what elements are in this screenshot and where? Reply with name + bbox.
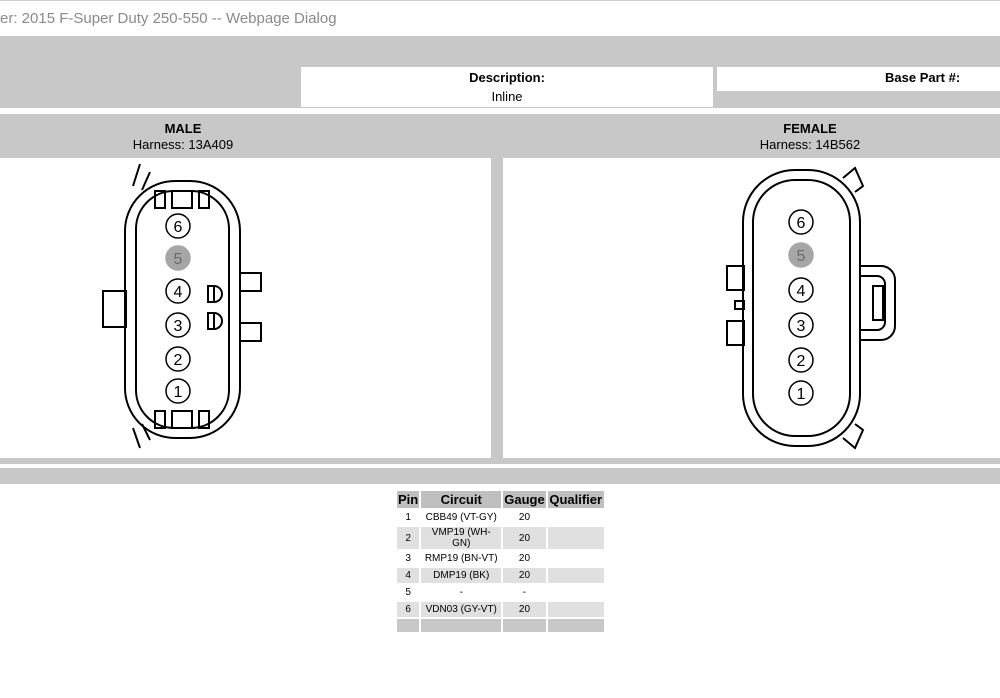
male-connector-diagram: 6 5 4 3 2 1 — [102, 163, 262, 449]
cell-qualifier — [547, 510, 604, 525]
cell-gauge: 20 — [503, 510, 546, 525]
female-pin-label-1: 1 — [797, 386, 806, 403]
male-pin-1 — [165, 378, 191, 404]
female-left-tab-upper — [726, 265, 745, 291]
table-row: 6 VDN03 (GY-VT) 20 — [397, 602, 604, 617]
pin-table: Pin Circuit Gauge Qualifier 1 CBB49 (VT-… — [395, 489, 606, 634]
male-pin-label-1: 1 — [174, 384, 183, 401]
dialog-titlebar: er: 2015 F-Super Duty 250-550 -- Webpage… — [0, 0, 1000, 36]
female-pin-5 — [788, 242, 814, 268]
base-part-box: Base Part #: — [717, 67, 1000, 91]
table-row: 2 VMP19 (WH-GN) 20 — [397, 527, 604, 549]
male-pin-label-3: 3 — [174, 318, 183, 335]
col-qualifier: Qualifier — [547, 491, 604, 508]
female-left-tab-lower — [726, 320, 745, 346]
female-pin-3 — [788, 312, 814, 338]
table-row: 5 - - — [397, 585, 604, 600]
bottom-band — [0, 458, 1000, 484]
female-heading: FEMALE Harness: 14B562 — [690, 121, 930, 152]
table-footer-row — [397, 619, 604, 632]
female-pin-label-3: 3 — [797, 318, 806, 335]
col-circuit: Circuit — [421, 491, 502, 508]
male-bottom-latch — [132, 423, 151, 449]
description-box: Description: Inline — [301, 67, 713, 107]
cell-pin: 4 — [397, 568, 420, 583]
col-gauge: Gauge — [503, 491, 546, 508]
col-pin: Pin — [397, 491, 420, 508]
cell-circuit: - — [421, 585, 502, 600]
base-part-label: Base Part #: — [885, 70, 961, 85]
cell-qualifier — [547, 527, 604, 549]
dialog-title: er: 2015 F-Super Duty 250-550 -- Webpage… — [0, 10, 337, 27]
female-pin-6 — [788, 209, 814, 235]
male-harness: Harness: 13A409 — [132, 137, 234, 152]
male-pin-label-4: 4 — [174, 284, 183, 301]
cell-gauge: - — [503, 585, 546, 600]
female-pin-label-5: 5 — [797, 248, 806, 265]
male-connector-panel: 6 5 4 3 2 1 — [0, 158, 491, 458]
cell-circuit: DMP19 (BK) — [421, 568, 502, 583]
cell-qualifier — [547, 585, 604, 600]
male-pin-label-5: 5 — [174, 251, 183, 268]
male-left-tab — [102, 290, 127, 328]
female-harness: Harness: 14B562 — [759, 137, 861, 152]
female-pin-4 — [788, 277, 814, 303]
cell-gauge: 20 — [503, 602, 546, 617]
female-pin-2 — [788, 347, 814, 373]
female-connector-diagram: 6 5 4 3 2 1 — [726, 166, 896, 450]
cell-circuit: VDN03 (GY-VT) — [421, 602, 502, 617]
cell-pin: 3 — [397, 551, 420, 566]
cell-pin: 5 — [397, 585, 420, 600]
top-band — [0, 36, 1000, 58]
cell-qualifier — [547, 551, 604, 566]
female-title: FEMALE — [783, 121, 837, 136]
female-pin-1 — [788, 380, 814, 406]
cell-pin: 6 — [397, 602, 420, 617]
male-pin-5 — [165, 245, 191, 271]
female-connector-panel: 6 5 4 3 2 1 — [503, 158, 1000, 458]
female-bottom-latch — [842, 423, 865, 450]
female-right-latch — [859, 265, 896, 341]
description-label: Description: — [469, 70, 545, 85]
panel-divider — [491, 158, 503, 458]
male-heading: MALE Harness: 13A409 — [63, 121, 303, 152]
cell-circuit: CBB49 (VT-GY) — [421, 510, 502, 525]
female-pin-label-6: 6 — [797, 215, 806, 232]
table-row: 4 DMP19 (BK) 20 — [397, 568, 604, 583]
table-row: 1 CBB49 (VT-GY) 20 — [397, 510, 604, 525]
male-pin-6 — [165, 213, 191, 239]
male-title: MALE — [164, 121, 202, 136]
female-pin-label-4: 4 — [797, 283, 806, 300]
female-pin-label-2: 2 — [797, 353, 806, 370]
description-value: Inline — [491, 89, 523, 104]
female-inner-shell — [752, 179, 851, 437]
female-top-latch — [842, 166, 865, 193]
cell-gauge: 20 — [503, 568, 546, 583]
male-pin-4 — [165, 278, 191, 304]
cell-qualifier — [547, 602, 604, 617]
cell-qualifier — [547, 568, 604, 583]
male-pin-label-2: 2 — [174, 352, 183, 369]
cell-pin: 2 — [397, 527, 420, 549]
pin-table-header: Pin Circuit Gauge Qualifier — [397, 491, 604, 508]
male-right-tab-lower — [239, 322, 262, 342]
male-right-tab-upper — [239, 272, 262, 292]
cell-gauge: 20 — [503, 551, 546, 566]
male-pin-2 — [165, 346, 191, 372]
male-pin-label-6: 6 — [174, 219, 183, 236]
separator — [0, 108, 1000, 114]
connector-heading-band — [0, 114, 1000, 158]
cell-circuit: RMP19 (BN-VT) — [421, 551, 502, 566]
cell-circuit: VMP19 (WH-GN) — [421, 527, 502, 549]
male-pin-3 — [165, 312, 191, 338]
cell-gauge: 20 — [503, 527, 546, 549]
male-top-latch — [132, 163, 151, 191]
table-row: 3 RMP19 (BN-VT) 20 — [397, 551, 604, 566]
cell-pin: 1 — [397, 510, 420, 525]
